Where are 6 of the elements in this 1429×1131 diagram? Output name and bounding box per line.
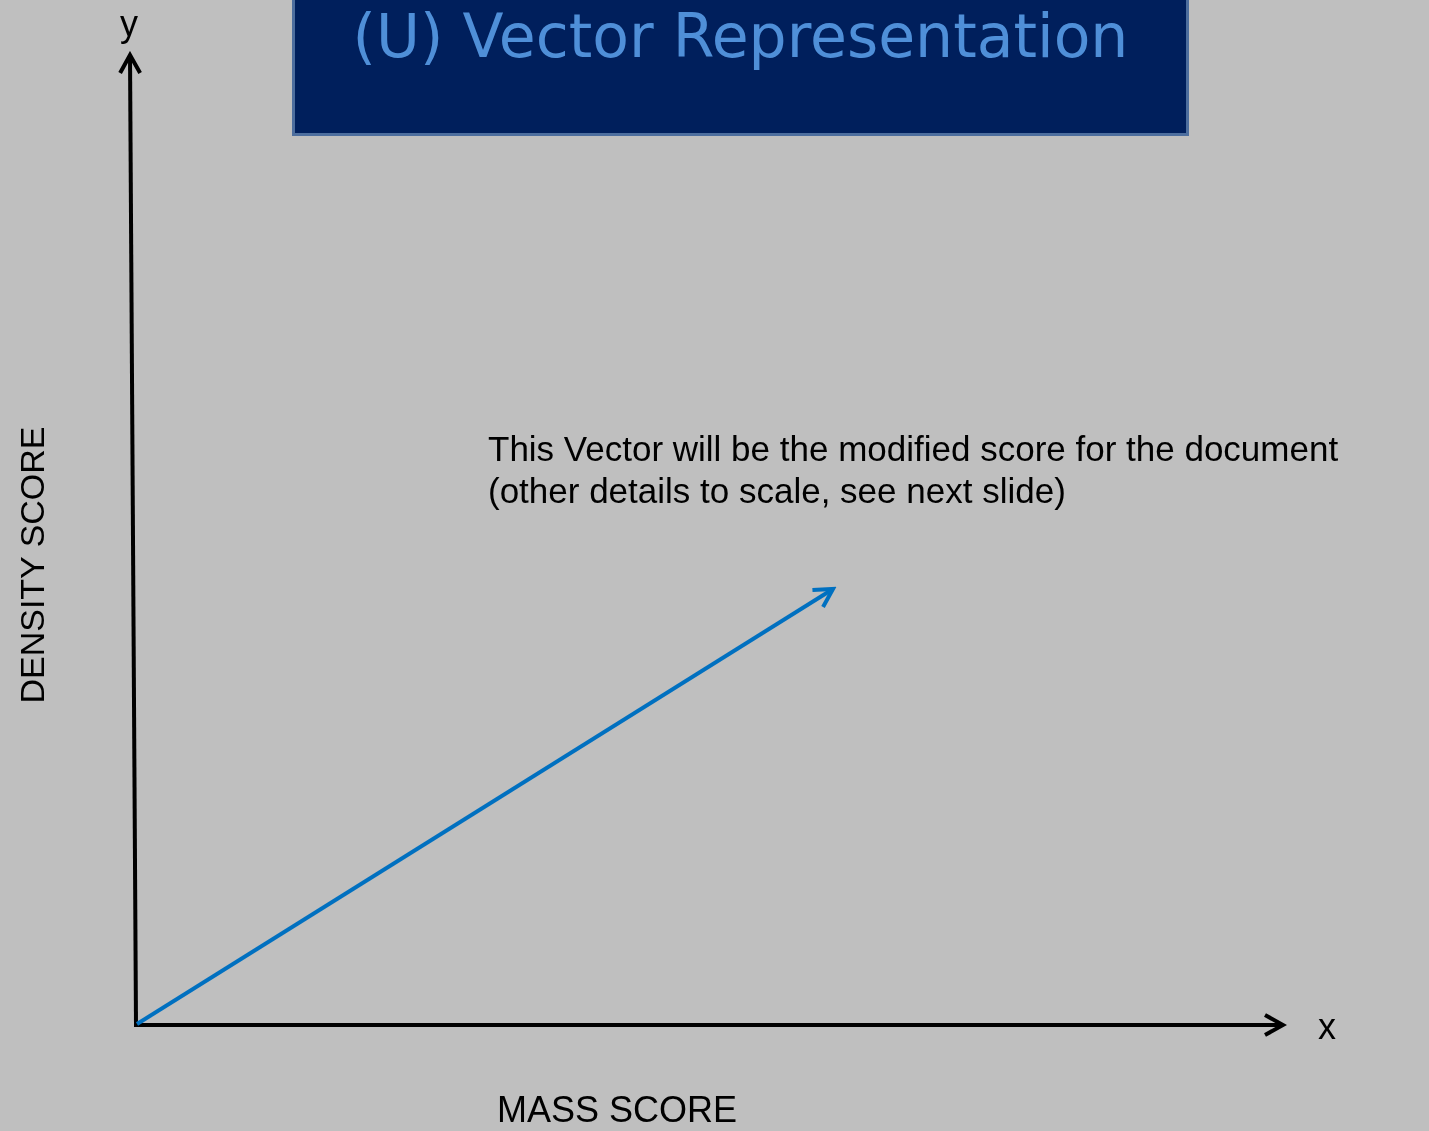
axis-label: DENSITY SCORE [11,426,52,704]
title: (U) Vector Representation [352,1,1129,71]
text-label: This Vector will be the modified score for the document (other details to scale, see next slide) [488,428,1340,512]
text-label: y [120,2,138,46]
text-label: MASS SCORE [497,1088,738,1131]
text-label: x [1318,1005,1336,1049]
